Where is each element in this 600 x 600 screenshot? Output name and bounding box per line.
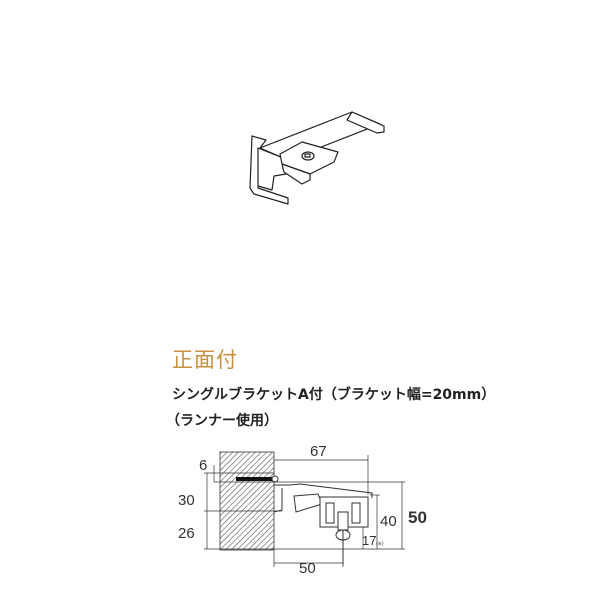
dimension-diagram: 67 6 30 26 40 50 17 (※) 50 bbox=[178, 443, 427, 577]
wall-hatch bbox=[219, 451, 275, 551]
dim-top-width: 67 bbox=[310, 443, 327, 460]
dim-upper-height: 30 bbox=[178, 492, 195, 509]
bracket-illustration bbox=[249, 111, 385, 205]
dim-bottom-offset-note: (※) bbox=[376, 541, 384, 547]
dim-bottom-offset: 17 bbox=[362, 533, 376, 548]
product-subtitle-note: （ランナー使用） bbox=[166, 413, 278, 429]
dim-lower-height: 26 bbox=[178, 525, 195, 542]
section-heading: 正面付 bbox=[172, 348, 238, 372]
dim-rail-height: 40 bbox=[380, 513, 397, 530]
product-subtitle: シングルブラケットA付（ブラケット幅=20mm） bbox=[172, 387, 496, 403]
dim-bottom-width: 50 bbox=[299, 560, 316, 577]
dim-total-height: 50 bbox=[408, 508, 427, 527]
dim-screw-offset: 6 bbox=[199, 457, 207, 474]
